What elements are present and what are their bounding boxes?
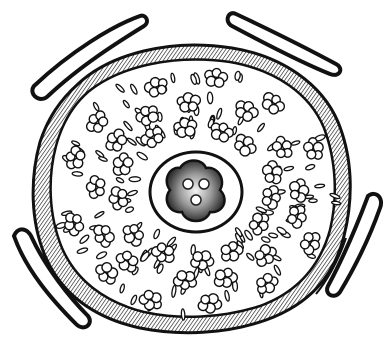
- cluster-lobe: [184, 126, 195, 137]
- cluster-lobe: [96, 179, 105, 188]
- cluster-lobe: [177, 270, 188, 281]
- cluster-lobe: [193, 251, 203, 261]
- seed-dash: [315, 184, 325, 188]
- cluster-lobe: [188, 102, 198, 112]
- cluster-lobe: [262, 196, 271, 205]
- cluster-lobe: [214, 77, 225, 88]
- cluster-lobe: [290, 190, 299, 199]
- cluster-lobe: [118, 189, 128, 199]
- seed-dash: [309, 199, 318, 203]
- seed-dash: [181, 309, 185, 320]
- central-core: [150, 152, 242, 232]
- core-dot: [199, 179, 209, 189]
- seed-dash: [129, 177, 140, 182]
- core-lobes: [167, 161, 225, 222]
- cluster-lobe: [201, 295, 210, 304]
- core-dot: [183, 179, 193, 189]
- seed-dash: [72, 171, 83, 176]
- seed-dash: [207, 92, 213, 104]
- core-dot: [191, 195, 201, 205]
